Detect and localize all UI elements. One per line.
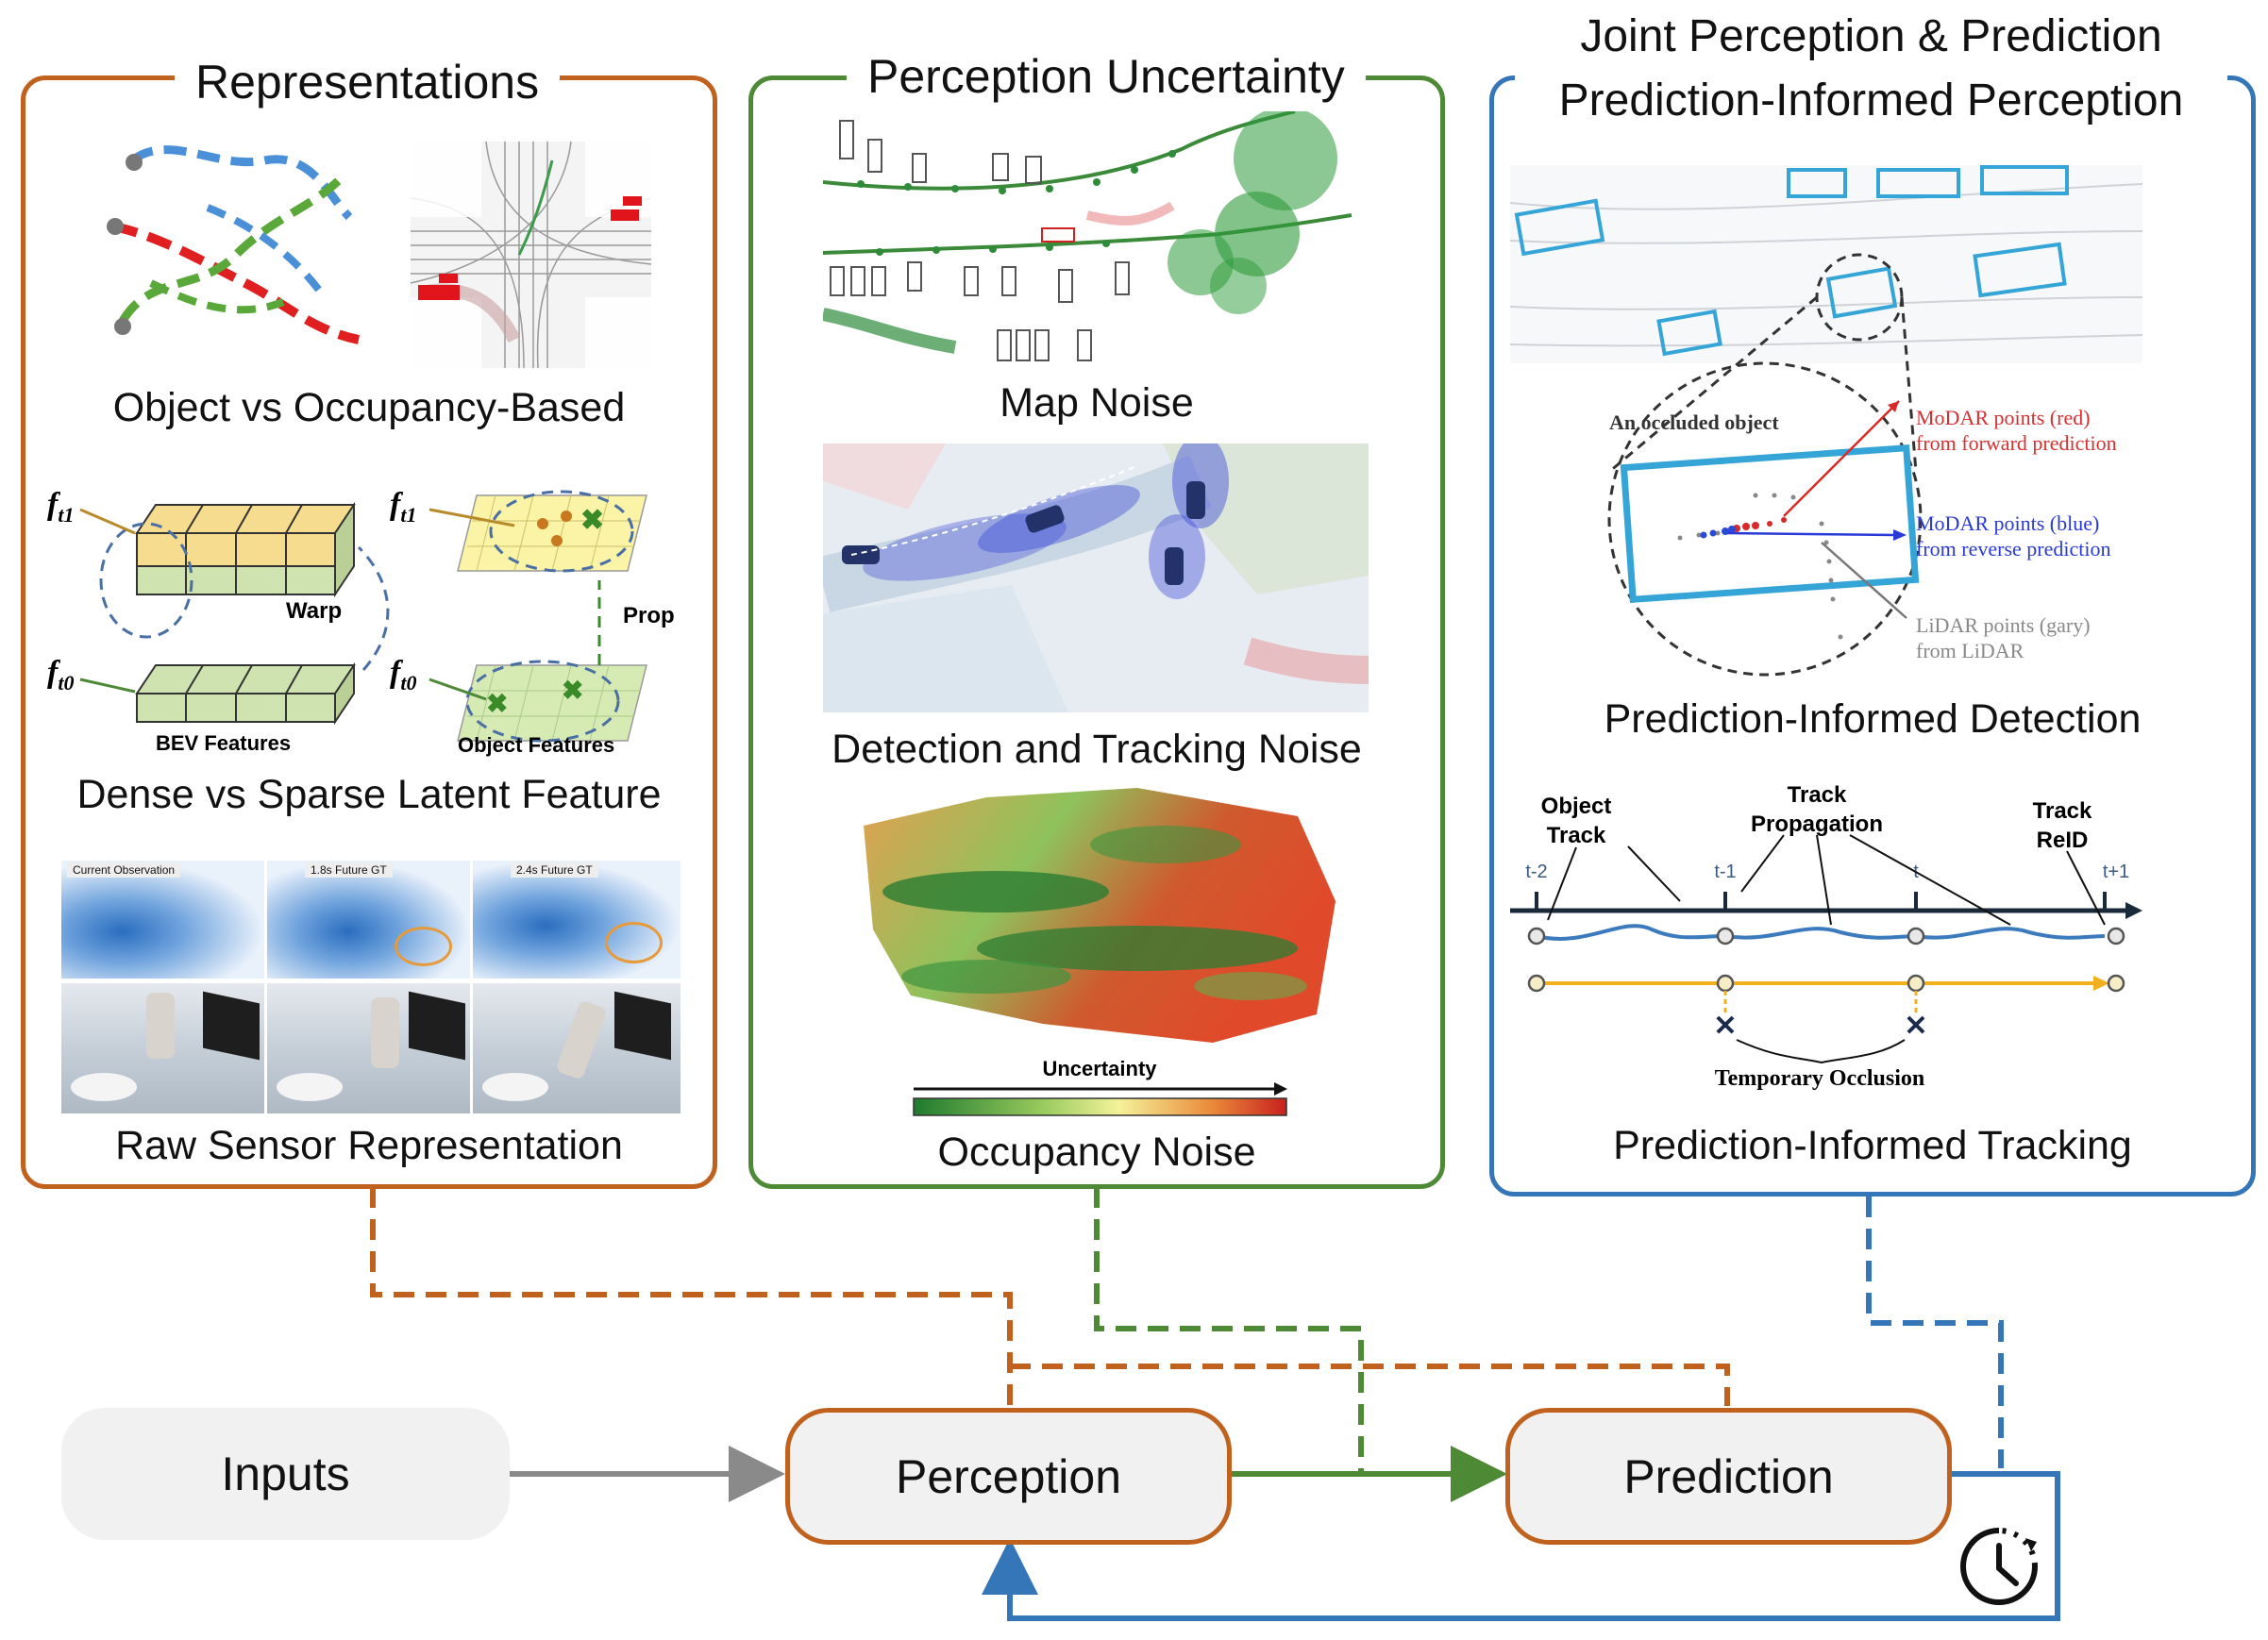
- temporary-occlusion-label: Temporary Occlusion: [1715, 1066, 1924, 1091]
- orange-dashed-link-prediction: [1010, 1364, 1730, 1406]
- frame-label-1-8s: 1.8s Future GT: [305, 862, 393, 878]
- dense-vs-sparse-caption: Dense vs Sparse Latent Feature: [76, 772, 662, 817]
- robot-camera-frame-3: [473, 983, 680, 1113]
- prediction-informed-detection-caption: Prediction-Informed Detection: [1604, 696, 2142, 742]
- blue-dashed-link: [1866, 1197, 2004, 1468]
- prediction-label: Prediction: [1623, 1449, 1834, 1503]
- feature-t0-right: ft0: [390, 655, 416, 694]
- perception-label: Perception: [895, 1449, 1122, 1503]
- prediction-informed-tracking-illustration: Object Track Track Propagation Track ReI…: [1510, 782, 2142, 1091]
- detection-tracking-caption: Detection and Tracking Noise: [832, 727, 1362, 772]
- green-dashed-link: [1094, 1187, 1364, 1474]
- occupancy-map-illustration: [411, 142, 651, 368]
- joint-title-line1: Joint Perception & Prediction: [1580, 11, 2162, 61]
- lidar-frame-1-8s: 1.8s Future GT: [267, 861, 470, 979]
- feature-t1-left: ft1: [47, 487, 74, 527]
- svg-text:✖: ✖: [486, 689, 508, 718]
- tick-t-minus-2: t-2: [1525, 862, 1547, 882]
- track-propagation-line2: Propagation: [1751, 812, 1883, 837]
- prediction-informed-detection-illustration: An occluded object MoDAR points (red) fr…: [1510, 165, 2143, 677]
- object-features-label: Object Features: [458, 733, 614, 757]
- raw-sensor-caption: Raw Sensor Representation: [115, 1123, 623, 1168]
- inputs-label: Inputs: [221, 1448, 350, 1500]
- dense-sparse-feature-diagram: ft1 ft0 ft1 ft0 Warp BEV Features ✖ ✖ ✖: [47, 487, 675, 757]
- map-noise-illustration: [823, 111, 1352, 361]
- joint-title-line2: Prediction-Informed Perception: [1558, 75, 2184, 126]
- occluded-object-label: An occluded object: [1609, 410, 1779, 434]
- prediction-informed-tracking-caption: Prediction-Informed Tracking: [1613, 1123, 2132, 1168]
- modar-red-line2: from forward prediction: [1916, 431, 2117, 455]
- svg-text:✖: ✖: [562, 676, 583, 705]
- svg-text:✕: ✕: [1713, 1011, 1737, 1042]
- lidar-line2: from LiDAR: [1916, 639, 2024, 662]
- warp-label: Warp: [286, 598, 342, 624]
- svg-text:✕: ✕: [1904, 1011, 1927, 1042]
- uncertainty-label: Uncertainty: [1042, 1057, 1157, 1080]
- detection-tracking-noise-illustration: [823, 443, 1369, 712]
- bev-features-label: BEV Features: [156, 731, 291, 755]
- object-vs-occupancy-caption: Object vs Occupancy-Based: [112, 385, 626, 430]
- representations-title: Representations: [175, 53, 561, 111]
- perception-uncertainty-title: Perception Uncertainty: [847, 47, 1366, 106]
- frame-label-current: Current Observation: [67, 862, 181, 878]
- object-trajectories-illustration: [107, 145, 361, 344]
- modar-blue-line2: from reverse prediction: [1916, 537, 2110, 561]
- object-track-line1: Object: [1541, 794, 1612, 819]
- tick-t-plus-1: t+1: [2103, 862, 2129, 882]
- occupancy-noise-caption: Occupancy Noise: [937, 1130, 1256, 1175]
- orange-dashed-link: [370, 1187, 1013, 1406]
- prediction-node: Prediction: [1505, 1408, 1952, 1545]
- uncertainty-colorbar: Uncertainty: [913, 1057, 1287, 1116]
- future-highlight-circle: [395, 927, 452, 966]
- modar-red-line1: MoDAR points (red): [1916, 406, 2091, 429]
- perception-node: Perception: [785, 1408, 1232, 1545]
- joint-title-block: Joint Perception & Prediction Prediction…: [1515, 5, 2227, 133]
- track-reid-line1: Track: [2033, 798, 2092, 824]
- track-propagation-line1: Track: [1788, 782, 1847, 808]
- map-noise-caption: Map Noise: [1000, 380, 1194, 426]
- lidar-line1: LiDAR points (gary): [1916, 613, 2091, 637]
- modar-blue-line1: MoDAR points (blue): [1916, 511, 2099, 535]
- robot-camera-frame-2: [267, 983, 470, 1113]
- future-highlight-circle: [605, 922, 663, 963]
- track-reid-line2: ReID: [2037, 828, 2089, 853]
- occupancy-noise-heatmap: [864, 788, 1336, 1043]
- tick-t-minus-1: t-1: [1714, 862, 1736, 882]
- object-track-line2: Track: [1547, 823, 1606, 848]
- svg-text:✖: ✖: [580, 505, 604, 536]
- prop-label: Prop: [623, 603, 675, 628]
- clock-icon: [1960, 1528, 2038, 1605]
- frame-label-2-4s: 2.4s Future GT: [511, 862, 598, 878]
- inputs-node: Inputs: [61, 1408, 510, 1540]
- feature-t0-left: ft0: [47, 655, 74, 694]
- lidar-frame-current: Current Observation: [61, 861, 264, 979]
- lidar-frame-2-4s: 2.4s Future GT: [473, 861, 680, 979]
- feedback-loop-arrow: [982, 1471, 2060, 1621]
- feature-t1-right: ft1: [390, 487, 416, 527]
- robot-camera-frame-1: [61, 983, 264, 1113]
